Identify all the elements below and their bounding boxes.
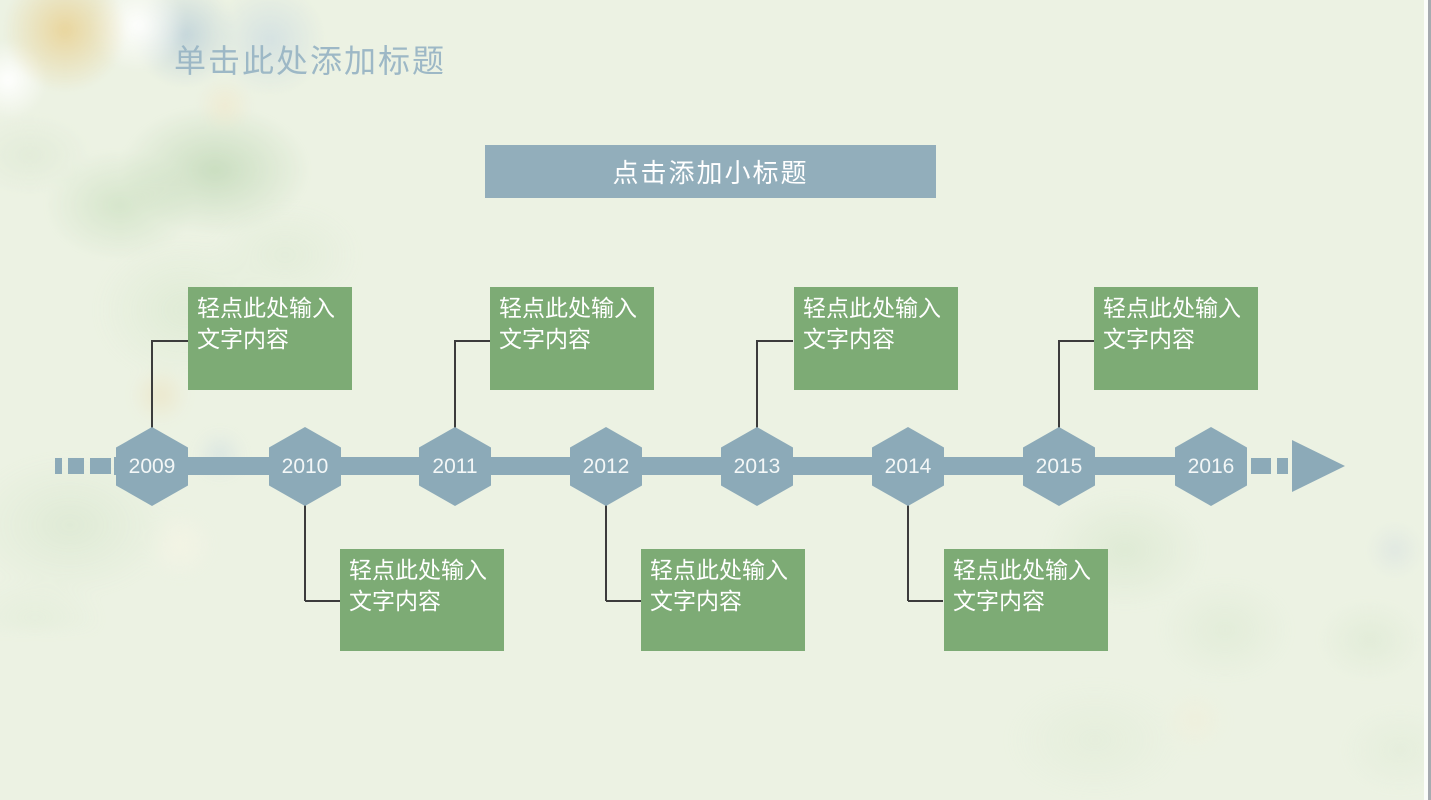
timeline-year-2015[interactable]: 2015 [1023,427,1095,506]
slide-right-edge [1424,0,1431,800]
note-placeholder-2013[interactable]: 轻点此处输入文字内容 [794,287,958,390]
timeline-right-dash-2 [1277,458,1288,474]
connector-line-2013 [756,340,758,429]
note-placeholder-2009[interactable]: 轻点此处输入文字内容 [188,287,352,390]
timeline-bar [114,457,1247,475]
timeline-year-2014[interactable]: 2014 [872,427,944,506]
watercolor-flowers-right-corner [1290,470,1431,800]
timeline-year-2011[interactable]: 2011 [419,427,491,506]
connector-line-2011 [454,340,456,429]
timeline-left-dash-3 [90,458,111,474]
timeline-right-dash-1 [1251,458,1271,474]
connector-line-2015 [1059,340,1095,342]
connector-line-2012 [606,600,641,602]
timeline-year-2013[interactable]: 2013 [721,427,793,506]
note-placeholder-2014[interactable]: 轻点此处输入文字内容 [944,549,1108,651]
connector-line-2013 [757,340,793,342]
note-placeholder-2012[interactable]: 轻点此处输入文字内容 [641,549,805,651]
connector-line-2014 [907,505,909,601]
connector-line-2010 [304,505,306,601]
timeline-year-2009[interactable]: 2009 [116,427,188,506]
timeline-left-dash-1 [55,458,62,474]
subtitle-placeholder[interactable]: 点击添加小标题 [485,145,936,198]
connector-line-2011 [455,340,491,342]
note-placeholder-2010[interactable]: 轻点此处输入文字内容 [340,549,504,651]
connector-line-2015 [1058,340,1060,429]
connector-line-2010 [305,600,340,602]
timeline-year-2016[interactable]: 2016 [1175,427,1247,506]
connector-line-2012 [605,505,607,601]
arrow-right-icon [1292,440,1345,492]
connector-line-2009 [152,340,188,342]
note-placeholder-2015[interactable]: 轻点此处输入文字内容 [1094,287,1258,390]
note-placeholder-2011[interactable]: 轻点此处输入文字内容 [490,287,654,390]
connector-line-2014 [908,600,943,602]
connector-line-2009 [151,340,153,429]
timeline-year-2012[interactable]: 2012 [570,427,642,506]
slide-title-placeholder[interactable]: 单击此处添加标题 [174,43,447,79]
timeline-year-2010[interactable]: 2010 [269,427,341,506]
timeline-left-dash-2 [68,458,84,474]
